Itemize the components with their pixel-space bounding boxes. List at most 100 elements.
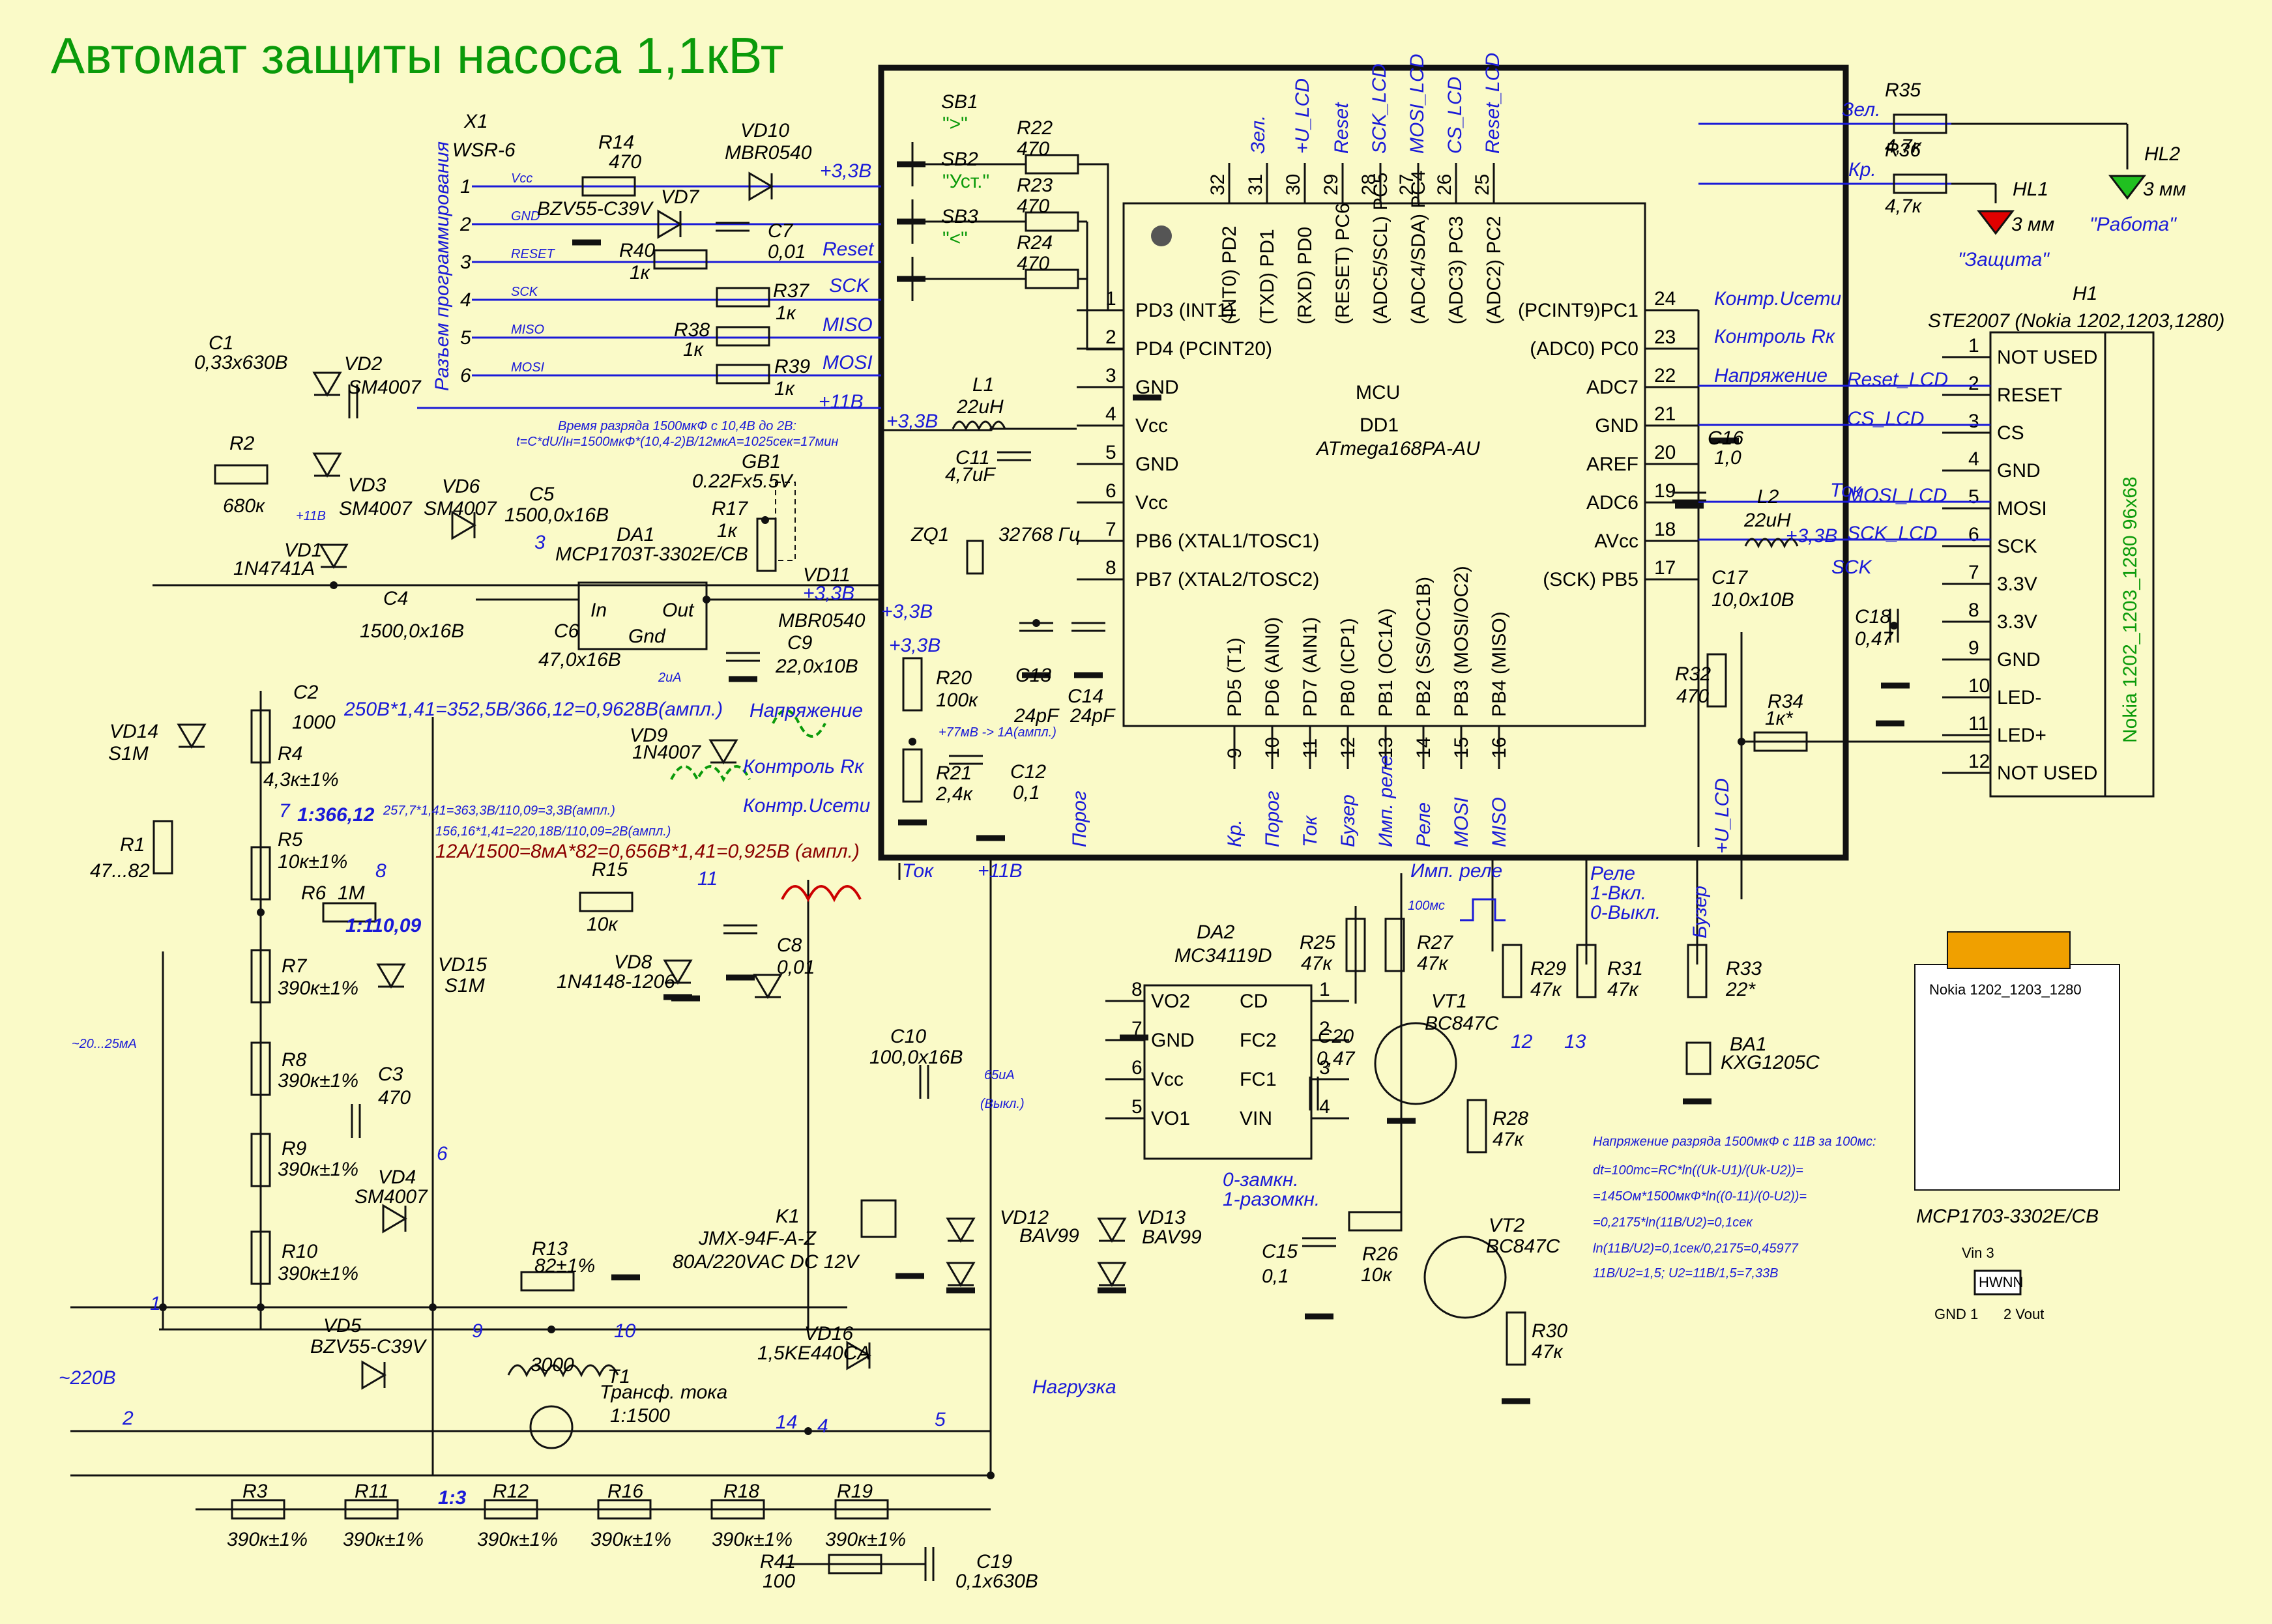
part-label: VT1	[1431, 991, 1467, 1012]
mcp-vout: 2 Vout	[2003, 1306, 2044, 1322]
top-net-label: Reset	[1331, 102, 1352, 154]
junction-dot	[330, 581, 338, 589]
part-label: R6	[301, 882, 327, 904]
part-label: 3000	[531, 1354, 574, 1376]
part-label: C12	[1010, 761, 1046, 783]
part-label: VD13	[1137, 1207, 1186, 1228]
resistor	[1348, 1211, 1403, 1232]
part-label: 470	[1676, 686, 1709, 707]
resistor	[579, 892, 634, 912]
part-label: 0,01	[768, 241, 806, 263]
transformer-core	[529, 1405, 574, 1449]
part-label: VD9	[630, 725, 668, 746]
right-net-label: Контр.Uсети	[1714, 288, 1842, 310]
part-label: R25	[1300, 932, 1335, 953]
btn-net	[1086, 222, 1124, 351]
part-label: C6	[554, 620, 579, 642]
part-label: 470	[378, 1087, 411, 1109]
part-label: 82±1%	[534, 1255, 595, 1277]
part-label: 47к	[1301, 953, 1333, 974]
mcp-gnd: GND 1	[1934, 1306, 1978, 1322]
note: t=C*dU/Iн=1500мкФ*(10,4-2)В/12мкА=1025се…	[516, 435, 838, 449]
da1-in: In	[590, 600, 607, 621]
part-label: 390к±1%	[343, 1529, 424, 1550]
part-label: L2	[1757, 486, 1779, 508]
part-label: 32768 Гц	[998, 524, 1080, 545]
x1-pin-name: MOSI	[511, 360, 545, 375]
part-label: 390к±1%	[590, 1529, 671, 1550]
part-label: 0,1	[1013, 782, 1040, 804]
mcu-pin-number: 3	[1105, 365, 1116, 386]
wires	[70, 123, 2147, 1581]
button-r-value: 470	[1017, 196, 1049, 217]
mcu-pin-name: AREF	[1586, 454, 1638, 475]
mcu-part: ATmega168PA-AU	[1315, 438, 1480, 459]
mcu-pin-name: (PCINT9)PC1	[1518, 300, 1638, 321]
resistor	[344, 1499, 399, 1520]
bottom-net-label: Кр.	[1224, 819, 1245, 847]
part-label: SM4007	[339, 498, 413, 519]
part-label: 0,47	[1317, 1048, 1356, 1069]
lcd-footprint	[1914, 964, 2120, 1191]
lcd-pin-number: 9	[1968, 637, 1979, 659]
x1-pin-name: RESET	[511, 247, 555, 261]
note: Ток	[902, 860, 935, 882]
waveform-voltage	[772, 709, 826, 738]
junction-dot	[547, 1326, 555, 1333]
lcd-pin-name: CS	[1997, 422, 2024, 444]
mcu-pin-name: (RESET) PC6	[1332, 203, 1354, 325]
note: (Выкл.)	[980, 1097, 1025, 1111]
mcu-pin-name: PD5 (T1)	[1224, 637, 1245, 717]
node-number: 14	[776, 1412, 797, 1433]
rotated-net: Порог	[1069, 790, 1090, 847]
part-label: R21	[936, 762, 972, 784]
lcd-pin-name: 3.3V	[1997, 611, 2037, 633]
mcu-pin-name: PB1 (OC1A)	[1375, 608, 1397, 717]
part-label: 1к	[683, 339, 705, 360]
led-size: 3 мм	[2011, 214, 2054, 235]
button-r-value: 470	[1017, 253, 1049, 274]
da2-pin-number: 7	[1131, 1018, 1143, 1039]
part-label: 22uH	[956, 396, 1004, 418]
part-label: BAV99	[1019, 1225, 1079, 1247]
part-label: 47к	[1530, 979, 1562, 1000]
da2-pin-name: VO1	[1151, 1108, 1190, 1129]
part-label: 4,3к±1%	[263, 769, 339, 790]
note: 2uA	[658, 671, 682, 685]
part-label: R30	[1532, 1320, 1567, 1342]
part-label: ZQ1	[910, 524, 949, 545]
node-number: 13	[1564, 1031, 1586, 1052]
part-label: S1M	[444, 975, 485, 996]
rail-label: MOSI	[823, 352, 873, 373]
part-label: VD4	[378, 1167, 416, 1188]
led-resistor	[1893, 173, 1947, 194]
note: 1:3	[438, 1487, 467, 1509]
button-resistor	[1025, 211, 1079, 232]
lcd-pin-name: MOSI	[1997, 498, 2047, 519]
led-r-value: 4,7к	[1885, 136, 1923, 157]
part-label: BAV99	[1142, 1226, 1202, 1248]
note: +3,3В	[881, 601, 933, 622]
part-label: VD14	[109, 721, 158, 742]
part-label: R12	[493, 1481, 529, 1502]
part-label: K1	[776, 1206, 800, 1227]
mcu-pin-name: (TXD) PD1	[1257, 229, 1278, 325]
part-label: 10к	[1361, 1264, 1393, 1286]
resistor	[322, 902, 377, 923]
part-label: C9	[787, 632, 813, 654]
node-number: 3	[534, 532, 546, 553]
mcp-mark: HWNN	[1979, 1274, 2023, 1290]
top-net-label: CS_LCD	[1444, 77, 1466, 154]
part-label: 1N4741A	[233, 558, 315, 579]
resistor	[1466, 1099, 1487, 1153]
resistor	[828, 1554, 882, 1574]
pulse-shape	[1460, 898, 1506, 921]
page-title: Автомат защиты насоса 1,1кВт	[51, 27, 784, 84]
part-label: C16	[1708, 428, 1743, 449]
resistor	[581, 176, 636, 197]
lcd-pin-name: GND	[1997, 460, 2041, 482]
part-label: R41	[760, 1551, 796, 1573]
